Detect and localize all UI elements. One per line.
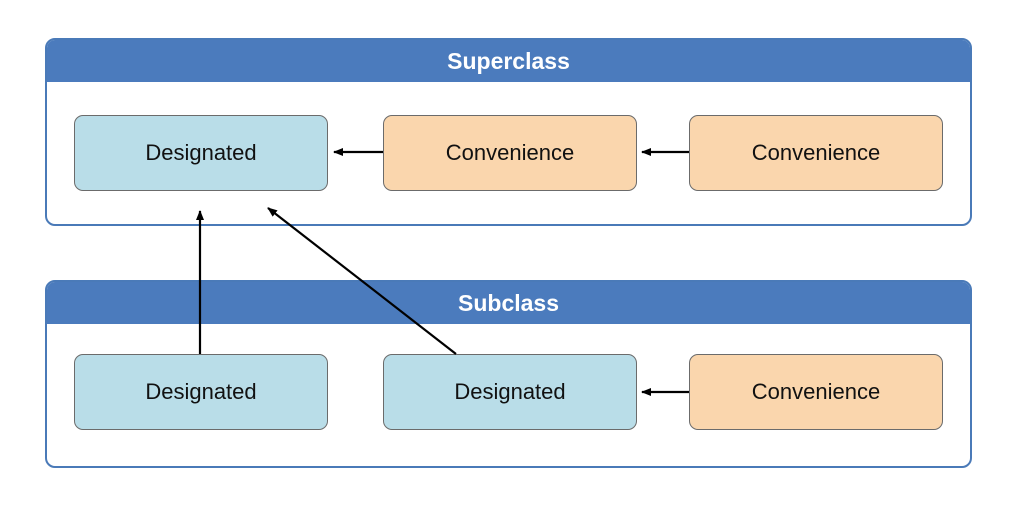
- subclass-designated-node-1: Designated: [74, 354, 328, 430]
- subclass-convenience-node: Convenience: [689, 354, 943, 430]
- superclass-convenience-node-2: Convenience: [689, 115, 943, 191]
- superclass-title: Superclass: [47, 40, 970, 82]
- subclass-designated-node-2: Designated: [383, 354, 637, 430]
- superclass-convenience-node-1: Convenience: [383, 115, 637, 191]
- superclass-designated-node: Designated: [74, 115, 328, 191]
- subclass-title: Subclass: [47, 282, 970, 324]
